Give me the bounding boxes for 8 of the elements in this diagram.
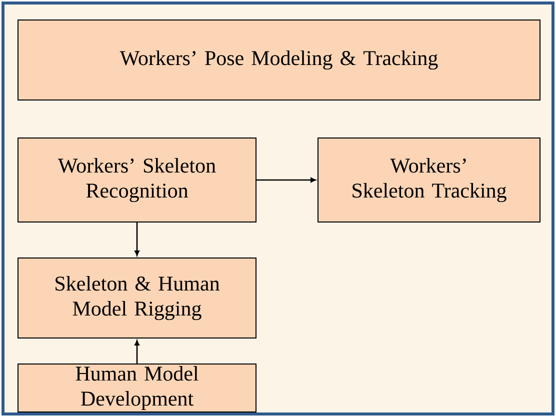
process-box: Human Model Development xyxy=(18,363,256,413)
arrow xyxy=(134,222,140,256)
process-box: Workers’ Skeleton Recognition xyxy=(18,138,256,222)
arrow xyxy=(134,340,140,364)
arrow xyxy=(256,178,316,182)
process-box: Workers’ Pose Modeling & Tracking xyxy=(18,20,540,100)
process-box: Workers’ Skeleton Tracking xyxy=(318,138,540,222)
process-box: Skeleton & Human Model Rigging xyxy=(18,258,256,338)
